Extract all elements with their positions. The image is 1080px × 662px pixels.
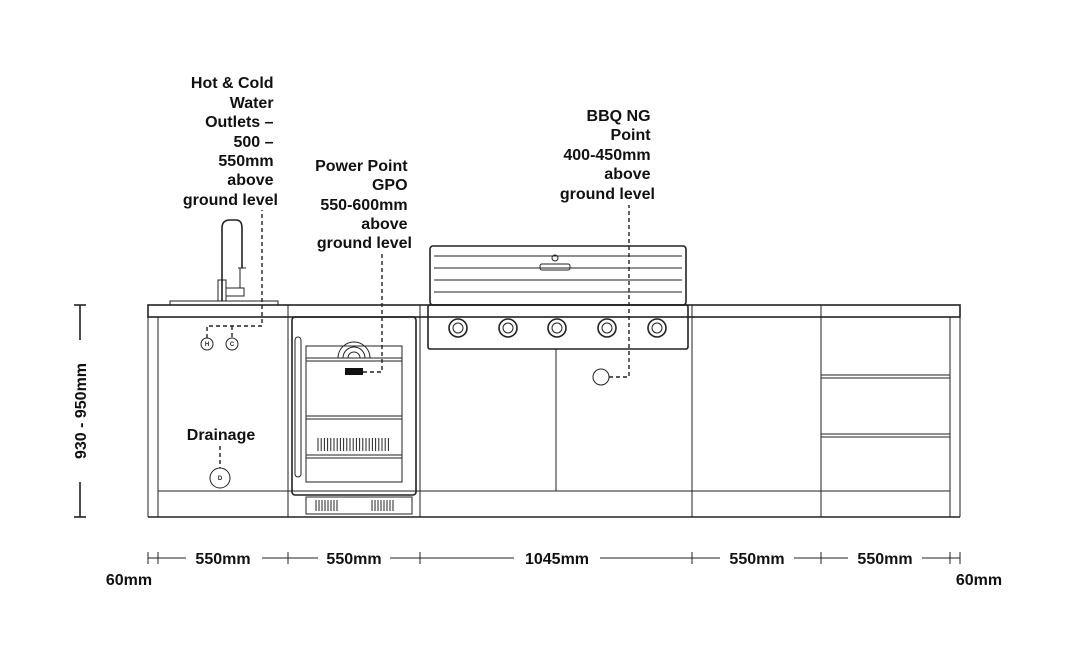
cold-outlet-label: C — [230, 342, 235, 348]
fan-icon — [337, 341, 371, 359]
bench-top — [147, 304, 961, 318]
bbq-point-label: BBQ NG Point 400-450mm above ground leve… — [560, 108, 655, 203]
bbq-module — [427, 205, 689, 491]
bbq-hood-handle — [539, 263, 571, 271]
fridge-grille — [315, 500, 394, 511]
dim-sink: 550mm — [195, 551, 250, 568]
dim-cabinet: 550mm — [729, 551, 784, 568]
power-leader-line — [363, 252, 383, 373]
bbq-hood — [429, 245, 687, 306]
dim-fridge: 550mm — [326, 551, 381, 568]
water-leader-line — [206, 210, 263, 338]
bbq-knob-icon — [597, 318, 617, 338]
fridge-vent — [317, 438, 389, 451]
dim-bbq: 1045mm — [525, 551, 589, 568]
bbq-knob-icon — [448, 318, 468, 338]
bbq-knobs — [448, 318, 667, 338]
cold-outlet-icon — [225, 337, 239, 351]
power-point-icon — [345, 368, 363, 375]
drainage-mark: D — [218, 476, 223, 482]
hot-outlet-label: H — [205, 342, 209, 348]
bbq-knob-icon — [547, 318, 567, 338]
dim-right-end: 60mm — [956, 572, 1002, 589]
bbq-knob-icon — [647, 318, 667, 338]
sink-module: H C D — [169, 210, 279, 489]
bbq-leader-line — [609, 205, 630, 378]
fridge-module — [291, 252, 417, 515]
bbq-knob-icon — [498, 318, 518, 338]
water-outlets-label: Hot & Cold Water Outlets – 500 – 550mm a… — [183, 75, 278, 209]
height-dimension: 930 - 950mm — [60, 304, 100, 518]
dim-left-end: 60mm — [106, 572, 152, 589]
gas-point-icon — [592, 368, 610, 386]
fridge-handle — [294, 336, 302, 478]
power-point-label: Power Point GPO 550-600mm above ground l… — [315, 158, 412, 252]
dim-drawers: 550mm — [857, 551, 912, 568]
drainage-label: Drainage — [187, 427, 256, 444]
tap-icon — [221, 219, 243, 301]
height-label: 930 - 950mm — [73, 363, 90, 459]
bbq-control-panel — [427, 304, 689, 350]
width-dimensions: 550mm 550mm 1045mm 550mm 550mm 60mm 60mm — [106, 548, 1002, 589]
